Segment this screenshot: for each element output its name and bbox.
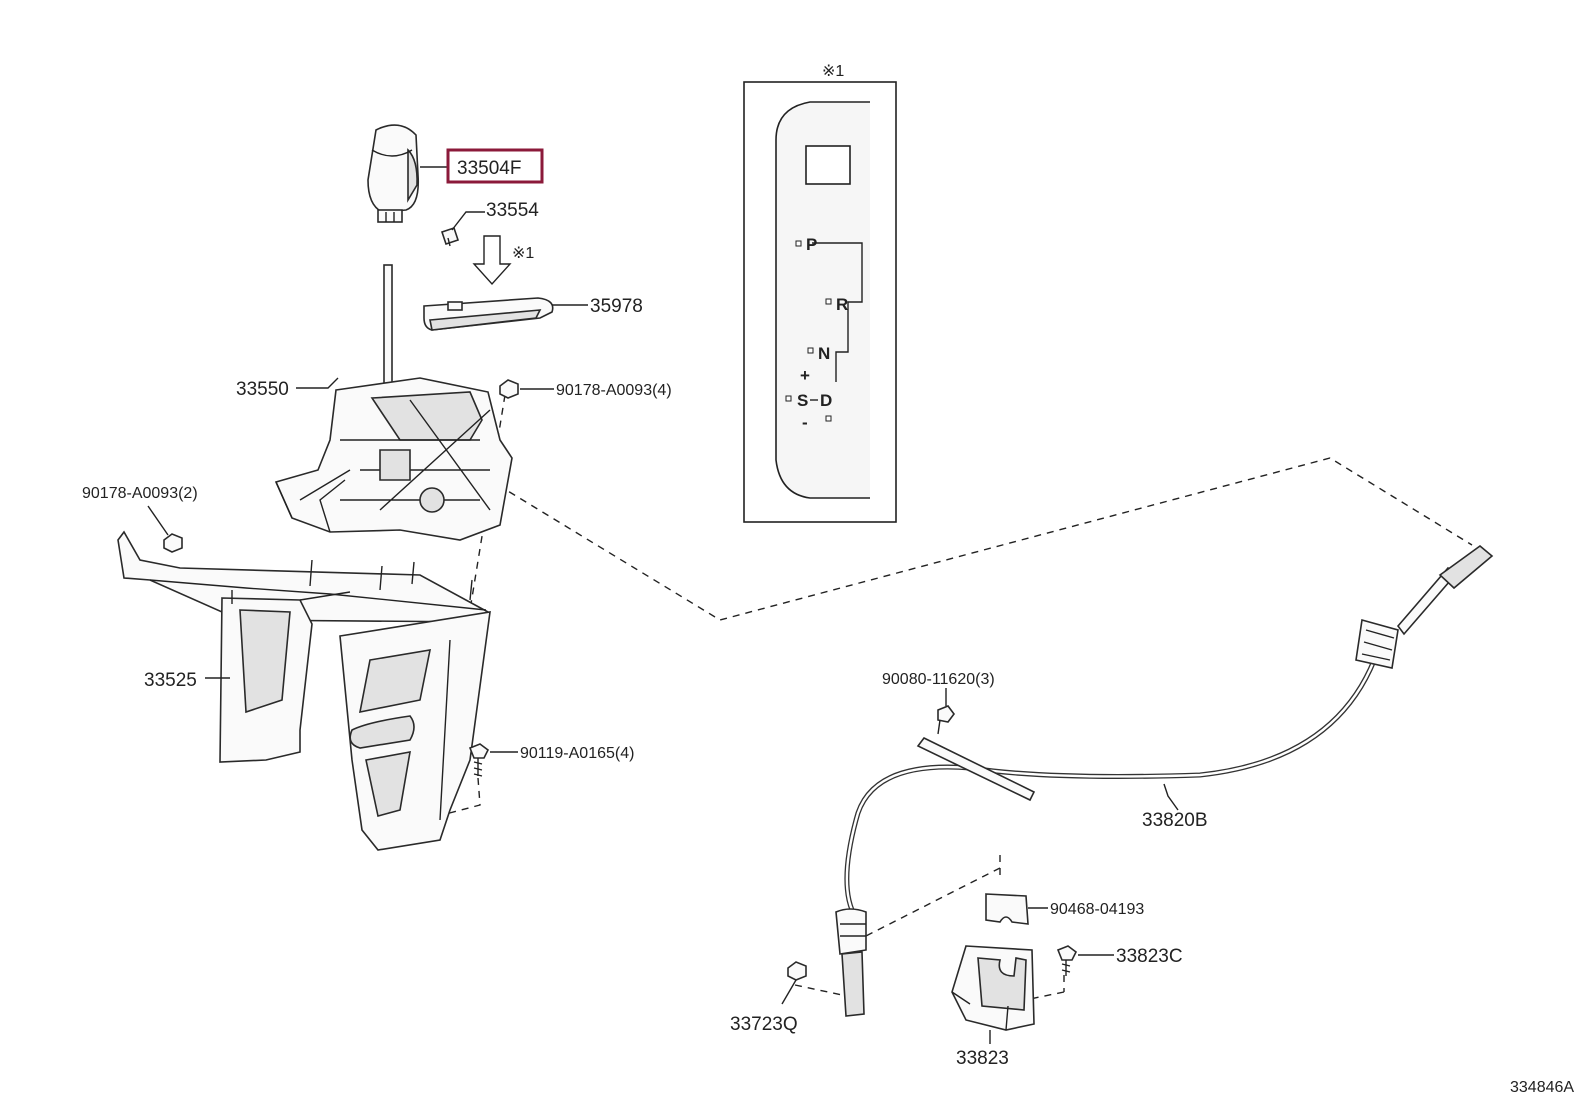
bolt-c-dash-line-2 xyxy=(1024,991,1065,1001)
gate-d: D xyxy=(820,391,832,410)
gate-n: N xyxy=(818,344,830,363)
nut-c-leader xyxy=(781,979,797,1005)
nut-90178-a0093-4[interactable] xyxy=(499,379,519,399)
bolt-dash-line xyxy=(441,777,481,816)
nut-90178-a0093-2[interactable] xyxy=(163,533,183,553)
label-90178-a0093-2: 90178-A0093(2) xyxy=(82,485,198,502)
cable-bracket-33823[interactable] xyxy=(951,945,1035,1031)
indicator-35978[interactable] xyxy=(423,297,554,331)
gate-path xyxy=(812,242,863,382)
inset-note-mark: ※1 xyxy=(822,63,844,80)
label-33823c: 33823C xyxy=(1116,946,1183,967)
gate-s: S xyxy=(797,391,808,410)
nut-b-leader xyxy=(147,505,169,536)
label-90468-04193: 90468-04193 xyxy=(1050,901,1144,918)
shift-knob-33504f[interactable] xyxy=(367,124,420,223)
label-33554: 33554 xyxy=(486,200,539,221)
gate-dot-d xyxy=(825,415,832,422)
label-33504f: 33504F xyxy=(457,158,521,179)
gate-plus: + xyxy=(800,366,810,385)
label-33723q: 33723Q xyxy=(730,1014,798,1035)
label-33823: 33823 xyxy=(956,1048,1009,1069)
arrow-note-mark: ※1 xyxy=(512,245,534,262)
label-33820b: 33820B xyxy=(1142,810,1208,831)
label-33525: 33525 xyxy=(144,670,197,691)
lever-leader xyxy=(296,377,339,389)
knob-highlight-box xyxy=(446,148,544,184)
label-90178-a0093-4: 90178-A0093(4) xyxy=(556,382,672,399)
bolt-33823c[interactable] xyxy=(1056,945,1078,976)
gate-dot-p xyxy=(795,240,802,247)
cable-route-dash xyxy=(497,457,1473,621)
cable-leader xyxy=(1163,783,1179,811)
cable-33820b[interactable] xyxy=(835,544,1494,1017)
label-90119-a0165-4: 90119-A0165(4) xyxy=(520,745,634,762)
gate-inset: ※1 P R N + S D - xyxy=(743,63,897,523)
gate-dot-r xyxy=(825,298,832,305)
gate-dot-s xyxy=(785,395,792,402)
bolt-90119-a0165-4[interactable] xyxy=(468,743,490,777)
gate-plate xyxy=(775,101,870,499)
shift-lever-assembly-33550[interactable] xyxy=(274,264,513,541)
label-33550: 33550 xyxy=(236,379,289,400)
gate-minus: - xyxy=(802,413,808,432)
gate-p: P xyxy=(806,235,817,254)
assembly-dash-lines xyxy=(441,394,1473,1001)
diagram-id: 334846A xyxy=(1510,1079,1574,1096)
gate-window xyxy=(805,145,851,185)
bolt-90080-11620-3[interactable] xyxy=(937,705,955,735)
assembly-arrow xyxy=(472,235,512,286)
nut-33723q[interactable] xyxy=(787,961,807,981)
label-35978: 35978 xyxy=(590,296,643,317)
clip-dash-line xyxy=(857,867,1001,941)
clip-leader xyxy=(451,211,485,231)
clip-33554[interactable] xyxy=(440,226,460,247)
bracket-33525[interactable] xyxy=(117,530,491,851)
nut-c-dash-line xyxy=(794,984,843,996)
gate-dot-n xyxy=(807,347,814,354)
label-90080-11620-3: 90080-11620(3) xyxy=(882,671,995,688)
gate-r: R xyxy=(836,295,848,314)
clip-90468-04193[interactable] xyxy=(985,893,1029,925)
